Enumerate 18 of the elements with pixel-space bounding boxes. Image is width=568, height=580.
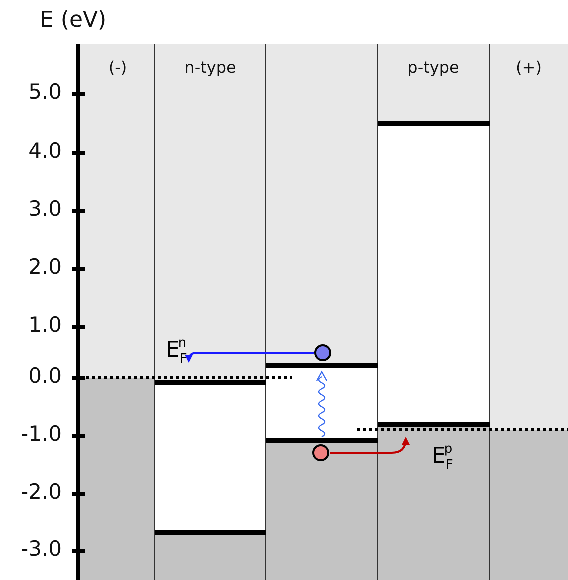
column-heading: n-type <box>184 58 238 77</box>
tick-label: 1.0 <box>28 313 62 337</box>
tick-label: -3.0 <box>20 537 62 561</box>
column-heading: (+) <box>515 58 543 77</box>
tick-label: -2.0 <box>20 480 62 504</box>
column-heading: p-type <box>406 58 460 77</box>
axis-title: E (eV) <box>40 8 107 33</box>
electron-circle <box>314 344 332 362</box>
tick-label: 2.0 <box>28 255 62 279</box>
arrow <box>185 352 314 363</box>
tick-label: 5.0 <box>28 80 62 104</box>
tick-label: 0.0 <box>28 364 62 388</box>
arrow <box>330 437 410 454</box>
tick-label: 3.0 <box>28 197 62 221</box>
column-heading: (-) <box>108 58 128 77</box>
tick-label: 4.0 <box>28 139 62 163</box>
tick-label: -1.0 <box>20 422 62 446</box>
hole-circle <box>312 444 330 462</box>
